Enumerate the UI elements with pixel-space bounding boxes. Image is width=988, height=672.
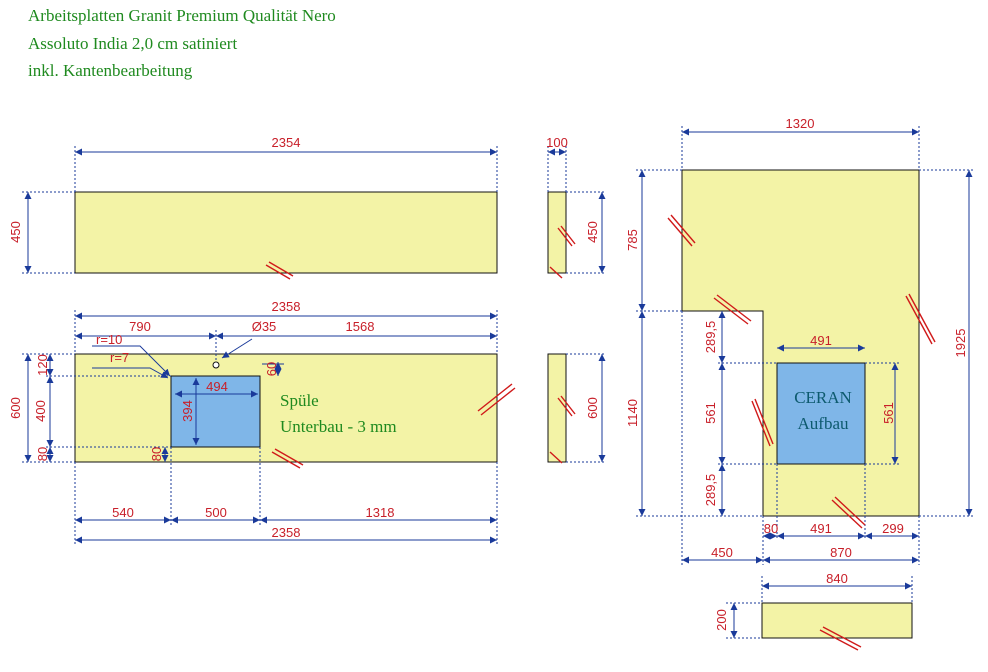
- dim-label: 600: [585, 397, 600, 419]
- dim-label: 540: [112, 505, 134, 520]
- dim-label: r=7: [110, 350, 129, 365]
- dim-label: r=10: [96, 332, 122, 347]
- dim-label: 289,5: [703, 474, 718, 507]
- dim-label: 600: [8, 397, 23, 419]
- dim-label: 80: [764, 521, 778, 536]
- title-line-2: Assoluto India 2,0 cm satiniert: [28, 34, 238, 53]
- dim-label: 785: [625, 229, 640, 251]
- dim-label: 500: [205, 505, 227, 520]
- dim-label: 200: [714, 609, 729, 631]
- dim-label: 120: [35, 354, 50, 376]
- dim-label: 80: [149, 447, 164, 461]
- title-line-3: inkl. Kantenbearbeitung: [28, 61, 193, 80]
- dim-label: 400: [33, 400, 48, 422]
- dim-label: 394: [180, 400, 195, 422]
- panel-6: 840 200: [714, 571, 913, 651]
- dim-label: 494: [206, 379, 228, 394]
- panel-2-slab: [547, 191, 567, 274]
- dim-label: 870: [830, 545, 852, 560]
- ceran-type-label: Aufbau: [798, 414, 849, 433]
- panel-5: 1320 785 1140 1925 289,5 561 289,5 491 5…: [625, 116, 975, 565]
- dim-label: Ø35: [252, 319, 277, 334]
- panel-1: 2354 450: [8, 135, 498, 280]
- sink-type-label: Unterbau - 3 mm: [280, 417, 397, 436]
- dim-label: 840: [826, 571, 848, 586]
- dim-label: 1318: [366, 505, 395, 520]
- dim-label: 1140: [625, 399, 640, 427]
- dim-label: 2358: [272, 525, 301, 540]
- dim-label: 561: [703, 402, 718, 424]
- dim-label: 60: [264, 362, 279, 376]
- panel-6-slab: [761, 602, 913, 639]
- dim-label: 450: [585, 221, 600, 243]
- dim-label: 2354: [272, 135, 301, 150]
- dim-label: 100: [546, 135, 568, 150]
- panel-1-slab: [74, 191, 498, 274]
- dim-label: 1925: [953, 329, 968, 358]
- dim-label: 491: [810, 333, 832, 348]
- dim-label: 790: [129, 319, 151, 334]
- dim-label: 1568: [346, 319, 375, 334]
- dim-label: 80: [35, 447, 50, 461]
- dim-label: 561: [881, 402, 896, 424]
- panel-3: 2358 790 Ø35 1568 r=10 r=7 60 600 120 40…: [8, 299, 516, 545]
- ceran-label: CERAN: [794, 388, 852, 407]
- sink-cutout: [170, 375, 261, 448]
- tap-hole: [212, 361, 220, 369]
- panel-4: 600: [547, 353, 606, 464]
- panel-3-slab: [74, 353, 498, 463]
- panel-2: 100 450: [546, 135, 606, 279]
- dim-label: 299: [882, 521, 904, 536]
- ceran-cutout: [776, 362, 866, 465]
- dim-label: 289,5: [703, 321, 718, 354]
- panel-4-slab: [547, 353, 567, 463]
- dim-label: 491: [810, 521, 832, 536]
- dim-label: 450: [711, 545, 733, 560]
- sink-label: Spüle: [280, 391, 319, 410]
- dim-label: 1320: [786, 116, 815, 131]
- dim-label: 450: [8, 221, 23, 243]
- dim-label: 2358: [272, 299, 301, 314]
- title-line-1: Arbeitsplatten Granit Premium Qualität N…: [28, 6, 336, 25]
